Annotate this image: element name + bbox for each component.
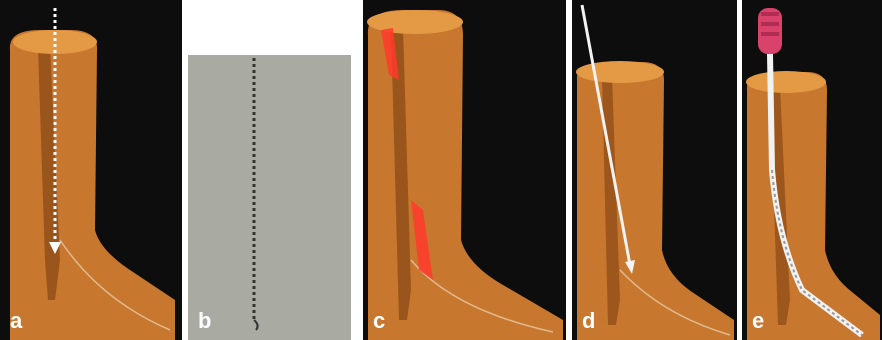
tooth-illustration-e (742, 0, 882, 340)
panel-label-e: e (752, 310, 764, 332)
panel-e: e (742, 0, 882, 340)
panel-label-c: c (373, 310, 385, 332)
tooth-illustration-a (0, 0, 182, 340)
radiograph-b (188, 0, 351, 340)
tooth-illustration-c (363, 0, 566, 340)
panel-label-b: b (198, 310, 211, 332)
panel-c: c (363, 0, 566, 340)
panel-a: a (0, 0, 182, 340)
panel-d: d (572, 0, 737, 340)
panel-label-a: a (10, 310, 22, 332)
panel-label-d: d (582, 310, 595, 332)
tooth-illustration-d (572, 0, 737, 340)
panel-b: b (188, 0, 351, 340)
